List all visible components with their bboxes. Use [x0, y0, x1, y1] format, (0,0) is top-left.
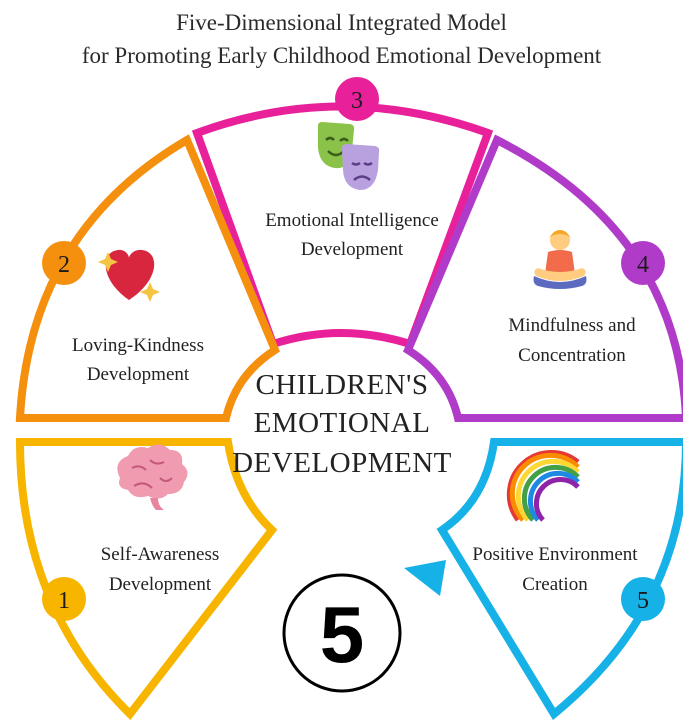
segment-2-label-line-1: Loving-Kindness: [72, 335, 204, 356]
badge-number: 5: [320, 590, 365, 679]
segment-4-label-line-2: Concentration: [518, 345, 626, 366]
badge-circle: [282, 573, 402, 693]
segment-5-outline: [436, 438, 683, 720]
segment-4-outline: [402, 134, 683, 422]
segment-3-outline: [191, 102, 494, 349]
segment-3-label-line-2: Development: [301, 239, 404, 260]
sparkling-heart-icon: [98, 249, 160, 302]
meditating-person-icon: [533, 230, 587, 289]
center-line-1: CHILDREN'S: [256, 369, 429, 401]
segment-3-label-line-1: Emotional Intelligence: [265, 210, 439, 231]
diagram-title: Five-Dimensional Integrated Model for Pr…: [0, 6, 683, 72]
title-line-1: Five-Dimensional Integrated Model: [176, 10, 507, 35]
number-badge-4: 4: [621, 241, 665, 285]
number-badge-1: 1: [42, 577, 86, 621]
segment-1-label-line-2: Development: [109, 574, 212, 595]
number-badge-3: 3: [335, 77, 379, 121]
svg-text:5: 5: [637, 588, 649, 614]
svg-text:3: 3: [351, 88, 363, 114]
number-badge-5: 5: [621, 577, 665, 621]
segment-2-outline: [15, 134, 280, 422]
segment-2-label-line-2: Development: [87, 364, 190, 385]
cycle-arrow-icon: [404, 560, 446, 596]
number-badge-2: 2: [42, 241, 86, 285]
segment-5-label-line-1: Positive Environment: [472, 544, 638, 565]
segment-4-label-line-1: Mindfulness and: [508, 315, 636, 336]
center-line-3: DEVELOPMENT: [232, 447, 452, 479]
svg-text:1: 1: [58, 588, 70, 614]
segment-5-label-line-2: Creation: [522, 574, 588, 595]
theater-masks-icon: [318, 122, 380, 190]
segment-1-label-line-1: Self-Awareness: [101, 544, 220, 565]
svg-text:4: 4: [637, 252, 649, 278]
brain-icon: [117, 444, 188, 510]
center-line-2: EMOTIONAL: [254, 407, 431, 439]
rainbow-icon: [506, 450, 580, 522]
svg-text:2: 2: [58, 252, 70, 278]
title-line-2: for Promoting Early Childhood Emotional …: [81, 43, 602, 68]
segment-1-outline: [15, 438, 278, 720]
